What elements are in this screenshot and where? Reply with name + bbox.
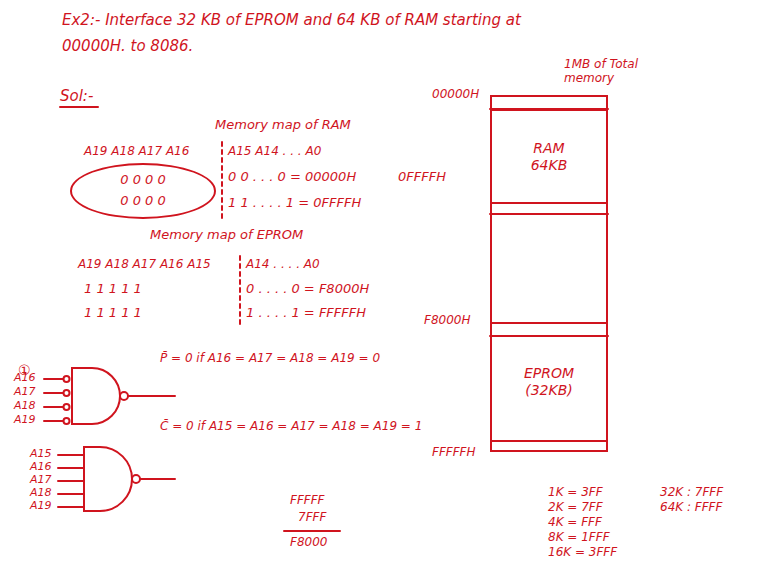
address-value: 0FFFFH (398, 170, 446, 185)
pin-name: A15 (30, 448, 52, 461)
pin-name: A18 (14, 400, 36, 413)
exercise-title: Ex2:- Interface 32 KB of EPROM and 64 KB… (62, 8, 567, 59)
section-heading: Memory map of RAM (215, 118, 351, 133)
divider-line (221, 142, 223, 222)
divider-line (239, 256, 241, 328)
section-heading: Memory map of EPROM (150, 228, 303, 243)
nand-gate (58, 447, 175, 511)
address-value: F8000H (424, 314, 470, 328)
boundary-line (490, 335, 608, 337)
nand-gate (44, 368, 175, 424)
selection-ellipse: 0 0 0 00 0 0 0 (70, 163, 216, 219)
node-text: 0 0 0 0 (120, 191, 165, 212)
address-row: 0 . . . . 0 = F8000H (246, 282, 369, 297)
node-text: EPROM (32KB) (513, 365, 585, 399)
address-bits: A19 A18 A17 A16 (84, 145, 189, 159)
boundary-line (490, 213, 608, 215)
pin-name: A16 (14, 372, 36, 385)
address-row: 0 0 . . . 0 = 00000H (228, 170, 356, 185)
subtraction-line (284, 530, 340, 532)
pin-name: A19 (30, 500, 52, 513)
node-text: 0 0 0 0 (120, 170, 165, 191)
table-cell: 8K = 1FFF (548, 531, 610, 545)
address-row: 1 1 1 1 1 (84, 282, 142, 297)
table-cell: 1K = 3FF (548, 486, 603, 500)
column-heading: 1MB of Total memory (564, 57, 644, 86)
pin-name: A17 (14, 386, 36, 399)
address-row: 1 1 1 1 1 (84, 306, 142, 321)
table-cell: 4K = FFF (548, 516, 602, 530)
address-row: 1 1 . . . . 1 = 0FFFFH (228, 196, 361, 211)
calc-value: F8000 (290, 536, 327, 550)
calc-value: 7FFF (298, 511, 326, 525)
address-value: FFFFFH (432, 446, 476, 460)
table-cell: 16K = 3FFF (548, 546, 617, 560)
table-cell: 64K : FFFF (660, 501, 722, 515)
heading-label: Sol:- (60, 88, 93, 105)
calc-value: FFFFF (290, 494, 325, 508)
condition-note: C̄ = 0 if A15 = A16 = A17 = A18 = A19 = … (160, 420, 422, 434)
address-bits: A19 A18 A17 A16 A15 (78, 258, 211, 272)
table-cell: 2K = 7FF (548, 501, 603, 515)
pin-name: A16 (30, 461, 52, 474)
address-bits: A14 . . . . A0 (246, 258, 320, 272)
address-value: 00000H (432, 88, 479, 102)
eprom-region: EPROM (32KB) (490, 322, 608, 442)
memory-column: 1MB of Total memoryRAM 64KBEPROM (32KB) (490, 95, 608, 452)
underline (60, 106, 98, 108)
pin-name: A17 (30, 474, 52, 487)
pin-name: A18 (30, 487, 52, 500)
address-row: 1 . . . . 1 = FFFFFH (246, 306, 366, 321)
condition-note: P̄ = 0 if A16 = A17 = A18 = A19 = 0 (160, 352, 380, 366)
ram-region: RAM 64KB (490, 109, 608, 204)
address-bits: A15 A14 . . . A0 (228, 145, 321, 159)
table-cell: 32K : 7FFF (660, 486, 723, 500)
pin-name: A19 (14, 414, 36, 427)
node-text: RAM 64KB (513, 140, 585, 174)
